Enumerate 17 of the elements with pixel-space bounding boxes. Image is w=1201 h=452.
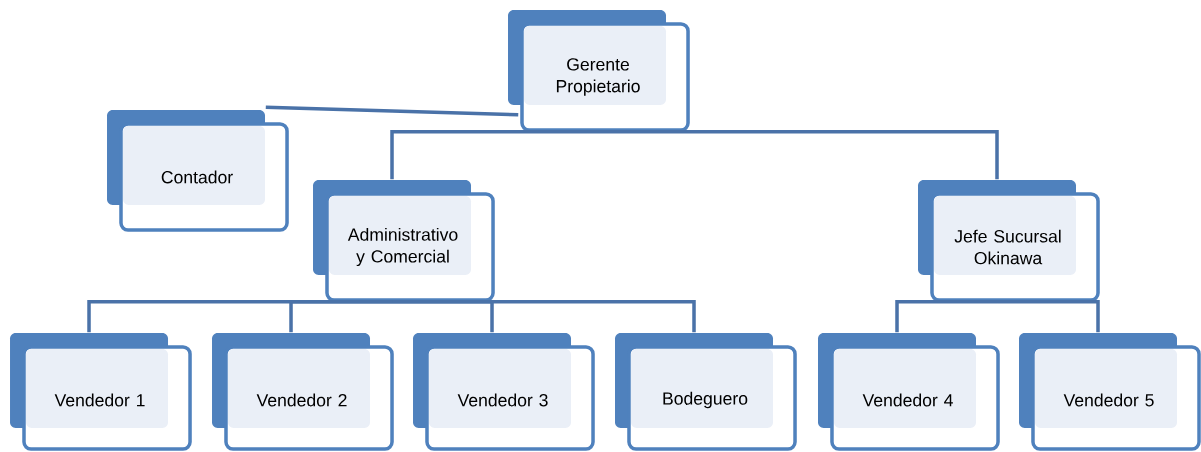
connector-line bbox=[895, 300, 997, 333]
org-box: Jefe Sucursal Okinawa bbox=[918, 180, 1100, 302]
connector-line bbox=[587, 130, 999, 180]
org-box: Bodeguero bbox=[615, 333, 797, 451]
org-box: Contador bbox=[107, 110, 289, 232]
connector-line bbox=[289, 300, 392, 333]
connector-line bbox=[997, 300, 1100, 333]
org-box: Vendedor 1 bbox=[10, 333, 192, 451]
org-box: Vendedor 5 bbox=[1019, 333, 1201, 451]
org-box: Gerente Propietario bbox=[508, 10, 690, 132]
org-box: Vendedor 3 bbox=[413, 333, 595, 451]
org-box: Vendedor 2 bbox=[212, 333, 394, 451]
org-box: Vendedor 4 bbox=[818, 333, 1000, 451]
org-box: Administrativo y Comercial bbox=[313, 180, 495, 302]
connector-line bbox=[265, 105, 519, 117]
connector-line bbox=[390, 130, 587, 180]
connector-line bbox=[392, 300, 696, 333]
